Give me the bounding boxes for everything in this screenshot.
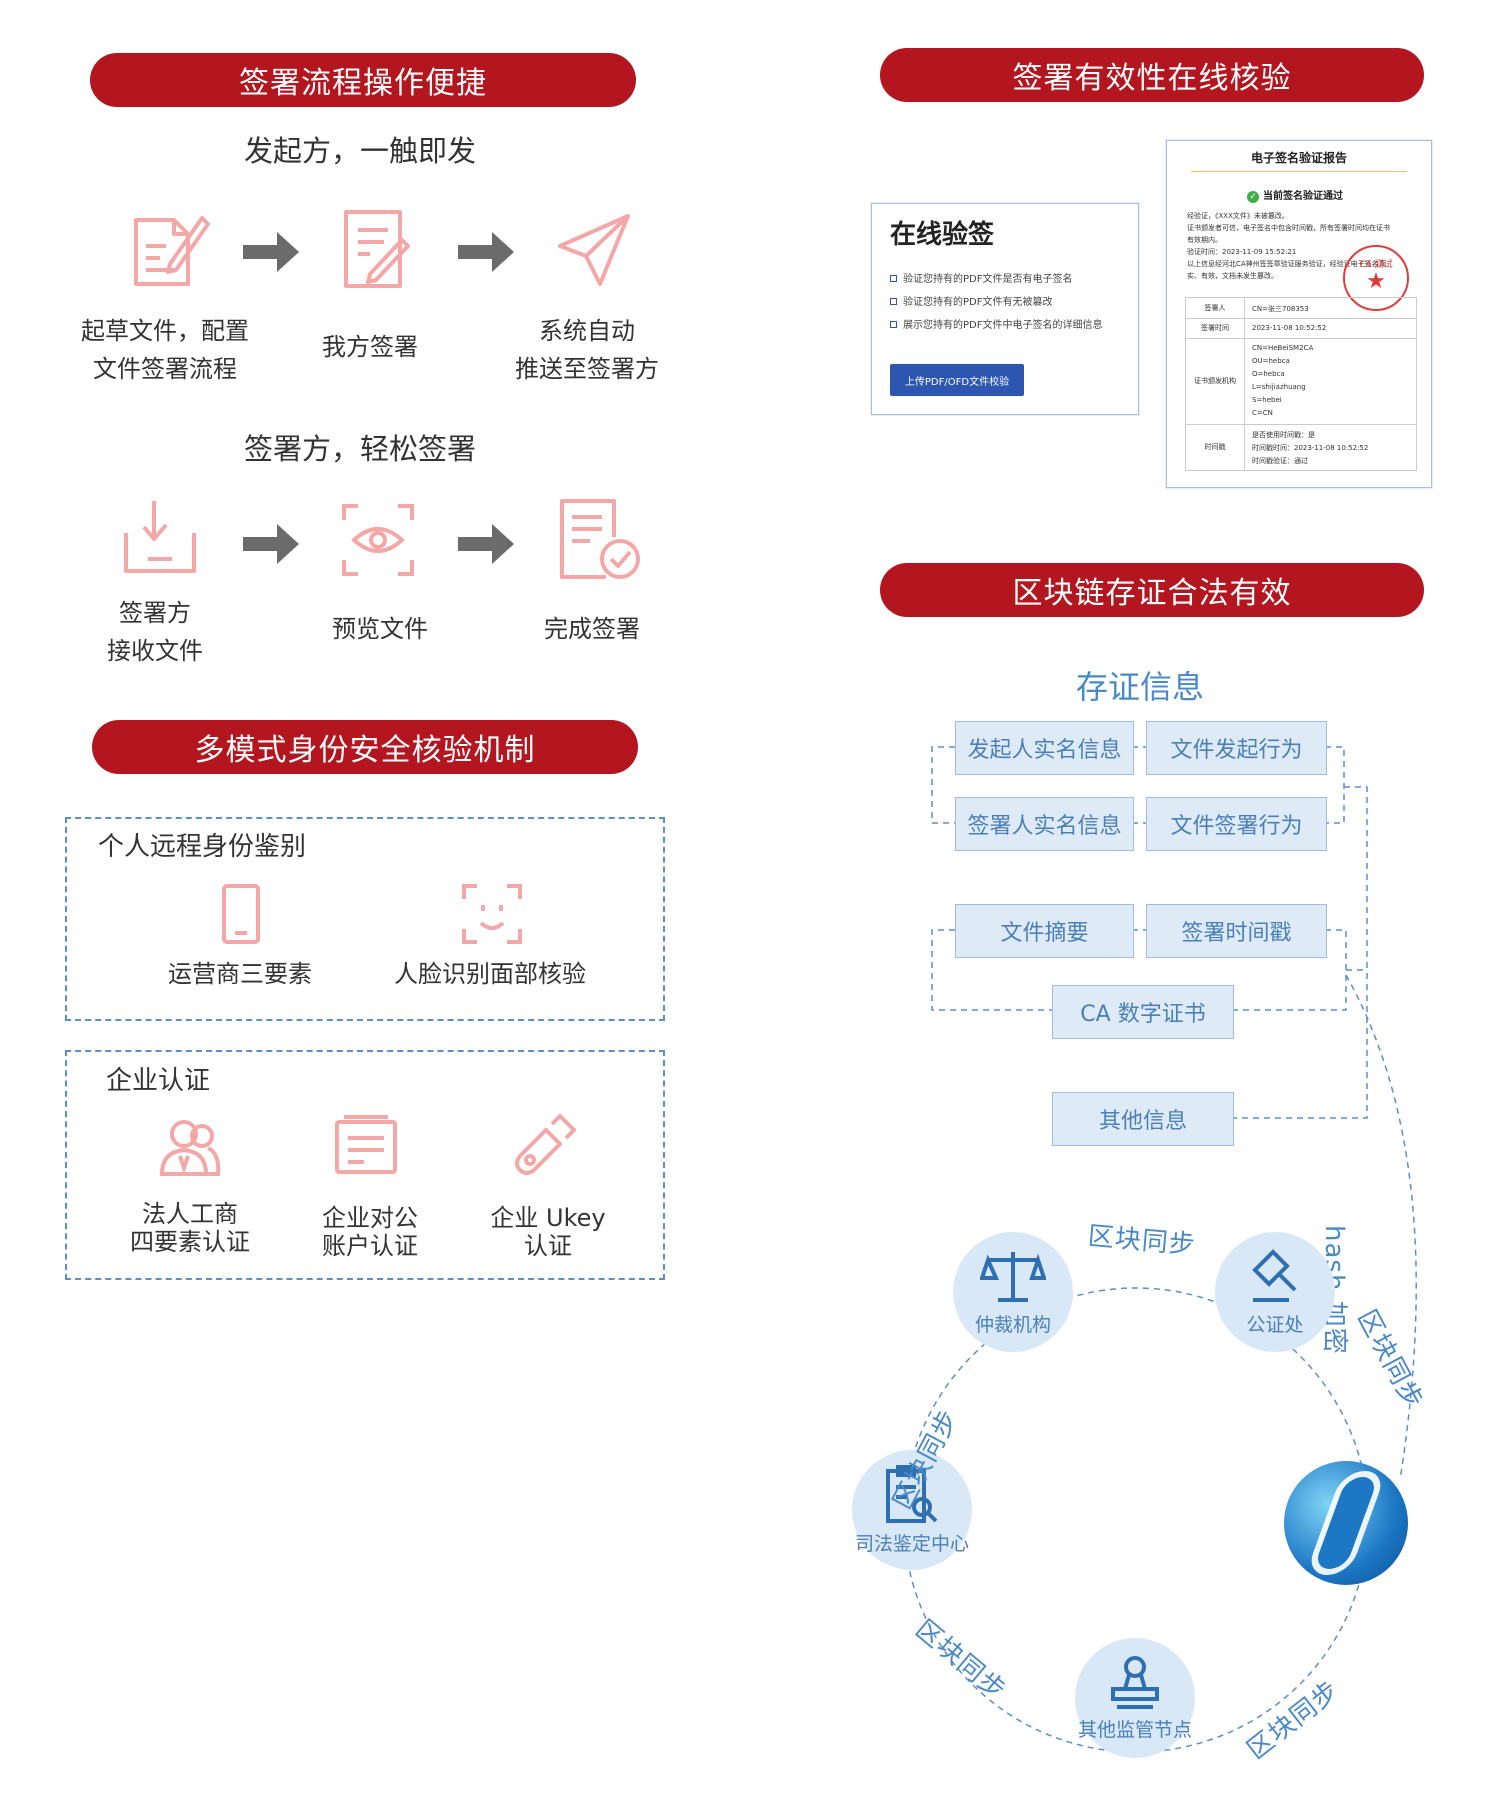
seal-star-icon: ★ (1366, 269, 1386, 294)
brand-logo (1284, 1461, 1408, 1585)
section-title-signing-flow: 签署流程操作便捷 (90, 53, 636, 107)
scales-icon (980, 1251, 1046, 1302)
node-regulator: 其他监管节点 (1075, 1638, 1195, 1758)
flow-arrow-icon (458, 232, 514, 272)
node-notary: 公证处 (1215, 1232, 1335, 1352)
verify-item: 展示您持有的PDF文件中电子签名的详细信息 (890, 316, 1102, 331)
carrier-three-factor-label: 运营商三要素 (168, 960, 312, 988)
evidence-initiator-identity: 发起人实名信息 (955, 721, 1134, 775)
check-circle-icon: ✓ (1247, 191, 1259, 203)
evidence-signer-identity: 签署人实名信息 (955, 797, 1134, 851)
gavel-icon (1252, 1248, 1297, 1302)
section-title-identity: 多模式身份安全核验机制 (92, 720, 638, 774)
evidence-timestamp: 签署时间戳 (1146, 904, 1327, 958)
corporate-account-label: 企业对公账户认证 (322, 1204, 418, 1260)
step-auto-push: 系统自动推送至签署方 (515, 317, 659, 383)
verify-item: 验证您持有的PDF文件是否有电子签名 (890, 270, 1072, 285)
report-line: 实、有效，文档未发生篡改。 (1187, 272, 1278, 280)
face-recognition-label: 人脸识别面部核验 (394, 960, 586, 988)
receive-inbox-icon (124, 501, 196, 573)
report-line: 验证时间：2023-11-09 15:52:21 (1187, 248, 1297, 256)
signer-subtitle: 签署方，轻松签署 (243, 432, 476, 466)
initiator-subtitle: 发起方，一触即发 (243, 134, 476, 168)
report-table: 签署人 CN=张三708353 签署时间 2023-11-08 10:52:52… (1185, 297, 1417, 471)
personal-auth-title: 个人远程身份鉴别 (98, 832, 307, 862)
step-receive: 签署方接收文件 (107, 599, 203, 665)
upload-verify-button[interactable]: 上传PDF/OFD文件校验 (890, 364, 1024, 396)
verify-item: 验证您持有的PDF文件有无被篡改 (890, 293, 1052, 308)
sign-document-icon (344, 210, 410, 288)
report-divider (1191, 171, 1407, 172)
preview-eye-icon (342, 504, 414, 576)
face-scan-icon (462, 884, 522, 944)
online-verify-card: 在线验签 验证您持有的PDF文件是否有电子签名 验证您持有的PDF文件有无被篡改… (871, 203, 1139, 415)
evidence-other-info: 其他信息 (1052, 1092, 1234, 1146)
stamp-icon (1111, 1655, 1159, 1709)
forensic-document-icon (886, 1464, 938, 1523)
evidence-ca-certificate: CA 数字证书 (1052, 985, 1234, 1039)
sign-complete-icon (560, 499, 640, 579)
report-line: 证书颁发者可信，电子签名中包含时间戳，所有签署时间均在证书 (1187, 224, 1390, 232)
flow-arrow-icon (458, 524, 514, 564)
report-line: 有效期内。 (1187, 236, 1222, 244)
evidence-file-initiation: 文件发起行为 (1146, 721, 1327, 775)
step-preview: 预览文件 (332, 615, 428, 643)
node-forensic-center: 司法鉴定中心 (852, 1450, 972, 1570)
personal-auth-box (65, 817, 665, 1021)
report-title: 电子签名验证报告 (1250, 151, 1347, 165)
node-arbitration: 仲裁机构 (953, 1232, 1073, 1352)
draft-document-icon (134, 216, 210, 286)
section-title-blockchain: 区块链存证合法有效 (880, 563, 1424, 617)
mobile-phone-icon (222, 884, 260, 944)
legal-person-icon (159, 1120, 221, 1176)
section-title-validity: 签署有效性在线核验 (880, 48, 1424, 102)
verification-report: 电子签名验证报告 ✓当前签名验证通过 经验证，《XXX文件》未被篡改。 证书颁发… (1166, 140, 1432, 488)
usb-key-icon (515, 1114, 576, 1175)
step-complete: 完成签署 (544, 615, 640, 643)
evidence-title: 存证信息 (1075, 668, 1204, 706)
flow-arrow-icon (243, 232, 299, 272)
report-status: ✓当前签名验证通过 (1247, 187, 1343, 203)
evidence-file-digest: 文件摘要 (955, 904, 1134, 958)
report-line: 以上信息经河北CA神州签签章验证服务验证，经验证电子签名真 (1187, 260, 1386, 268)
enterprise-auth-title: 企业认证 (106, 1066, 211, 1096)
bank-account-icon (335, 1115, 397, 1174)
step-self-sign: 我方签署 (322, 333, 418, 361)
flow-arrow-icon (243, 524, 299, 564)
report-line: 经验证，《XXX文件》未被篡改。 (1187, 212, 1289, 220)
legal-person-label: 法人工商四要素认证 (130, 1200, 250, 1256)
enterprise-auth-box (65, 1050, 665, 1280)
evidence-file-signing: 文件签署行为 (1146, 797, 1327, 851)
paper-plane-icon (558, 214, 630, 286)
verify-card-title: 在线验签 (890, 220, 995, 250)
step-draft: 起草文件，配置文件签署流程 (81, 317, 249, 383)
red-seal-stamp: CA 测试 ★ (1343, 245, 1409, 311)
